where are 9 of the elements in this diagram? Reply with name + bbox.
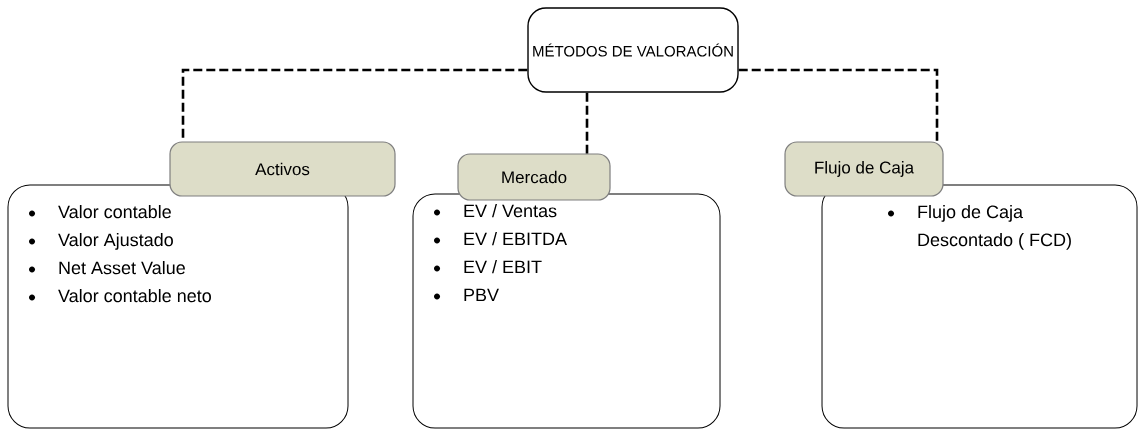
- connector-line: [585, 92, 589, 154]
- category-tab: Mercado: [457, 153, 611, 201]
- list-box: Flujo de Caja Descontado ( FCD): [821, 184, 1138, 429]
- title-box: MÉTODOS DE VALORACIÓN: [527, 7, 739, 93]
- connector-line: [738, 68, 939, 142]
- category-tab: Activos: [169, 141, 396, 197]
- list-box: Valor contable Valor Ajustado Net Asset Value Valor contable neto: [7, 184, 349, 429]
- list-box: EV / Ventas EV / EBITDA EV / EBIT PBV: [412, 193, 721, 429]
- category-tab: Flujo de Caja: [784, 141, 944, 197]
